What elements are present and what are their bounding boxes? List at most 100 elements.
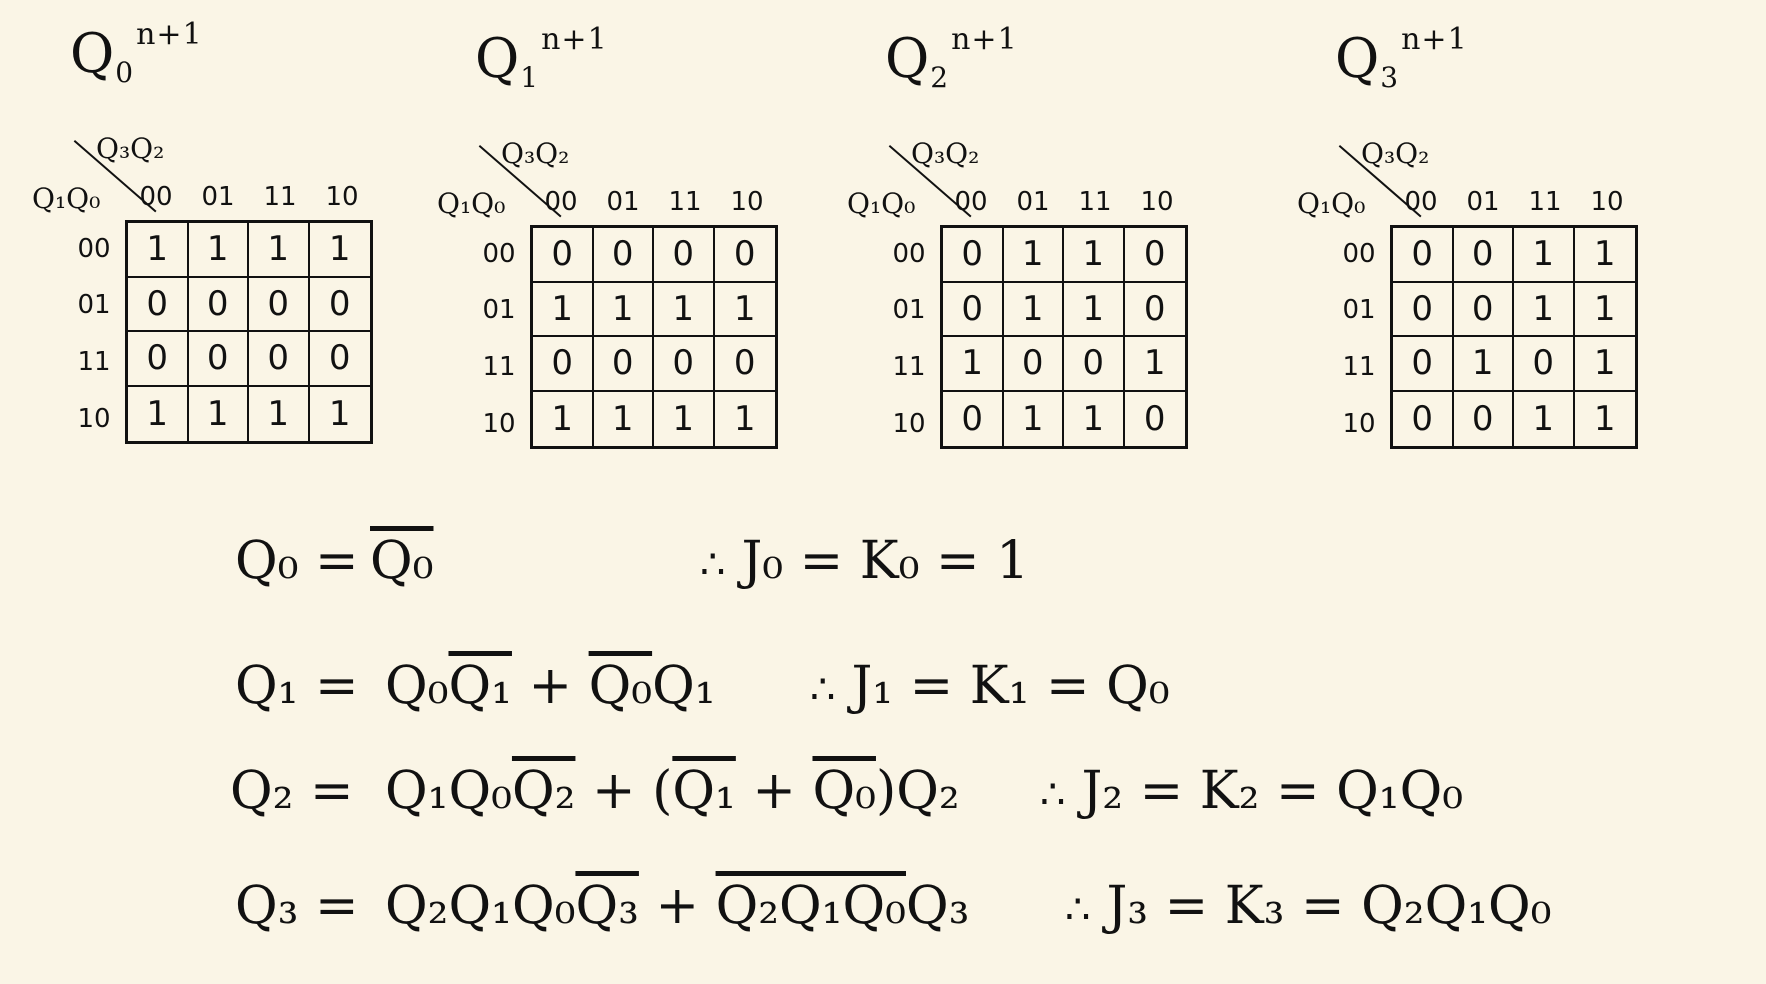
kmap-row-header: 00 [892, 239, 926, 269]
kmap-row-header: 11 [892, 352, 926, 382]
equation-rhs: Q₂Q₁Q₀Q₃ + Q₂Q₁Q₀Q₃ [385, 876, 970, 936]
kmap-cell: 0 [188, 332, 249, 387]
kmap-cell: 1 [1064, 282, 1125, 337]
kmap-cell: 0 [309, 332, 370, 387]
kmap-row-header: 00 [1342, 239, 1376, 269]
kmap-col-variables: Q₃Q₂ [911, 137, 980, 170]
kmap-title-sup: n+1 [541, 22, 608, 57]
conclusion-text: J₂ = K₂ = Q₁Q₀ [1081, 761, 1464, 821]
kmap-col-variables: Q₃Q₂ [1361, 137, 1430, 170]
kmap-cell: 0 [593, 337, 654, 392]
conclusion: ∴J₀ = K₀ = 1 [700, 535, 1029, 587]
kmap-cell: 0 [1453, 282, 1514, 337]
kmap-cell: 0 [1514, 337, 1575, 392]
kmap-cell: 0 [654, 228, 715, 283]
kmap-col-header: 00 [544, 187, 578, 217]
kmap-row-header: 10 [892, 409, 926, 439]
kmap-col-header: 11 [668, 187, 702, 217]
kmap-cell: 0 [188, 277, 249, 332]
kmap-row-header: 01 [1342, 295, 1376, 325]
kmap-cell: 1 [328, 393, 351, 434]
kmap-cell: 0 [128, 332, 189, 387]
kmap-col-header: 00 [139, 182, 173, 212]
kmap-cell: 1 [189, 386, 249, 441]
kmap-col-header: 10 [325, 182, 359, 212]
equation-lhs: Q₃ = [235, 876, 359, 936]
kmap-title-var: Q [885, 27, 931, 90]
kmap-row-header: 11 [482, 352, 516, 382]
kmap-cell: 0 [1393, 391, 1454, 446]
kmap-cell: 1 [1574, 283, 1635, 337]
kmap-cell: 1 [1574, 337, 1635, 392]
equation-rhs: Q₀ [370, 531, 434, 591]
kmap-cell: 1 [714, 283, 775, 337]
kmap-title-var: Q [1335, 27, 1381, 90]
conclusion-text: J₃ = K₃ = Q₂Q₁Q₀ [1106, 876, 1552, 936]
kmap-row-header: 10 [1342, 409, 1376, 439]
therefore-symbol: ∴ [1040, 772, 1066, 818]
conclusion: ∴J₂ = K₂ = Q₁Q₀ [1040, 765, 1463, 817]
kmap-col-variables: Q₃Q₂ [501, 137, 570, 170]
kmap-col-variables: Q₃Q₂ [96, 132, 165, 165]
kmap-cell: 0 [1064, 337, 1125, 392]
kmap-col-header: 01 [1466, 187, 1500, 217]
kmap-title: Q3n+1 [1335, 25, 1468, 92]
kmap-cell: 1 [1574, 228, 1635, 283]
kmap-row-header: 11 [1342, 352, 1376, 382]
kmap-cell: 0 [1453, 228, 1514, 283]
conclusion: ∴J₃ = K₃ = Q₂Q₁Q₀ [1065, 880, 1552, 932]
kmap-col-header: 11 [1078, 187, 1112, 217]
kmap-cell: 0 [1393, 337, 1454, 392]
kmap-title-sup: n+1 [136, 17, 203, 52]
kmap-col-header: 01 [201, 182, 235, 212]
equation-lhs: Q₀ = [235, 531, 359, 591]
kmap-row-variables: Q₁Q₀ [1297, 187, 1366, 220]
kmap-cell: 1 [309, 223, 370, 278]
kmap-cell: 0 [1124, 283, 1185, 337]
kmap-cell: 1 [593, 282, 654, 337]
kmap-col-header: 01 [606, 187, 640, 217]
kmap-row-variables: Q₁Q₀ [32, 182, 101, 215]
kmap-cell: 1 [654, 391, 715, 446]
kmap-col-header: 00 [954, 187, 988, 217]
conclusion-text: J₁ = K₁ = Q₀ [851, 656, 1170, 716]
kmap-cell: 1 [1004, 391, 1064, 446]
kmap-cell: 0 [249, 332, 310, 387]
kmap-row-header: 11 [77, 347, 111, 377]
kmap-cell: 1 [249, 223, 310, 278]
kmap-row-header: 00 [482, 239, 516, 269]
equation-lhs: Q₁ = [235, 656, 359, 716]
equation-rhs: Q₀Q₁ + Q₀Q₁ [385, 656, 716, 716]
kmap-cell: 1 [533, 282, 594, 337]
kmap-cell: 1 [188, 223, 249, 278]
kmap-cell: 0 [1454, 391, 1514, 446]
kmap-cell: 0 [249, 277, 310, 332]
kmap-cell: 0 [714, 337, 775, 392]
kmap-title: Q0n+1 [70, 20, 203, 87]
therefore-symbol: ∴ [1065, 887, 1091, 933]
kmap-cell: 1 [1514, 282, 1575, 337]
kmap-row-header: 10 [482, 409, 516, 439]
conclusion: ∴J₁ = K₁ = Q₀ [810, 660, 1170, 712]
therefore-symbol: ∴ [810, 667, 836, 713]
kmap-cell: 0 [533, 228, 594, 283]
kmap-title-sub: 1 [520, 61, 540, 94]
kmap-cell: 0 [1003, 337, 1064, 392]
kmap-col-header: 01 [1016, 187, 1050, 217]
equation-rhs: Q₁Q₀Q₂ + (Q₁ + Q₀)Q₂ [385, 761, 960, 821]
kmap-row-header: 01 [482, 295, 516, 325]
kmap-cell: 1 [128, 223, 189, 278]
kmap-row-header: 01 [77, 290, 111, 320]
kmap-cell: 0 [593, 228, 654, 283]
kmap-col-header: 11 [1528, 187, 1562, 217]
kmap-title-var: Q [70, 22, 116, 85]
kmap-title-var: Q [475, 27, 521, 90]
kmap-row-header: 10 [77, 404, 111, 434]
therefore-symbol: ∴ [700, 542, 726, 588]
kmap-cell: 1 [128, 386, 189, 441]
kmap-cell: 0 [1393, 282, 1454, 337]
